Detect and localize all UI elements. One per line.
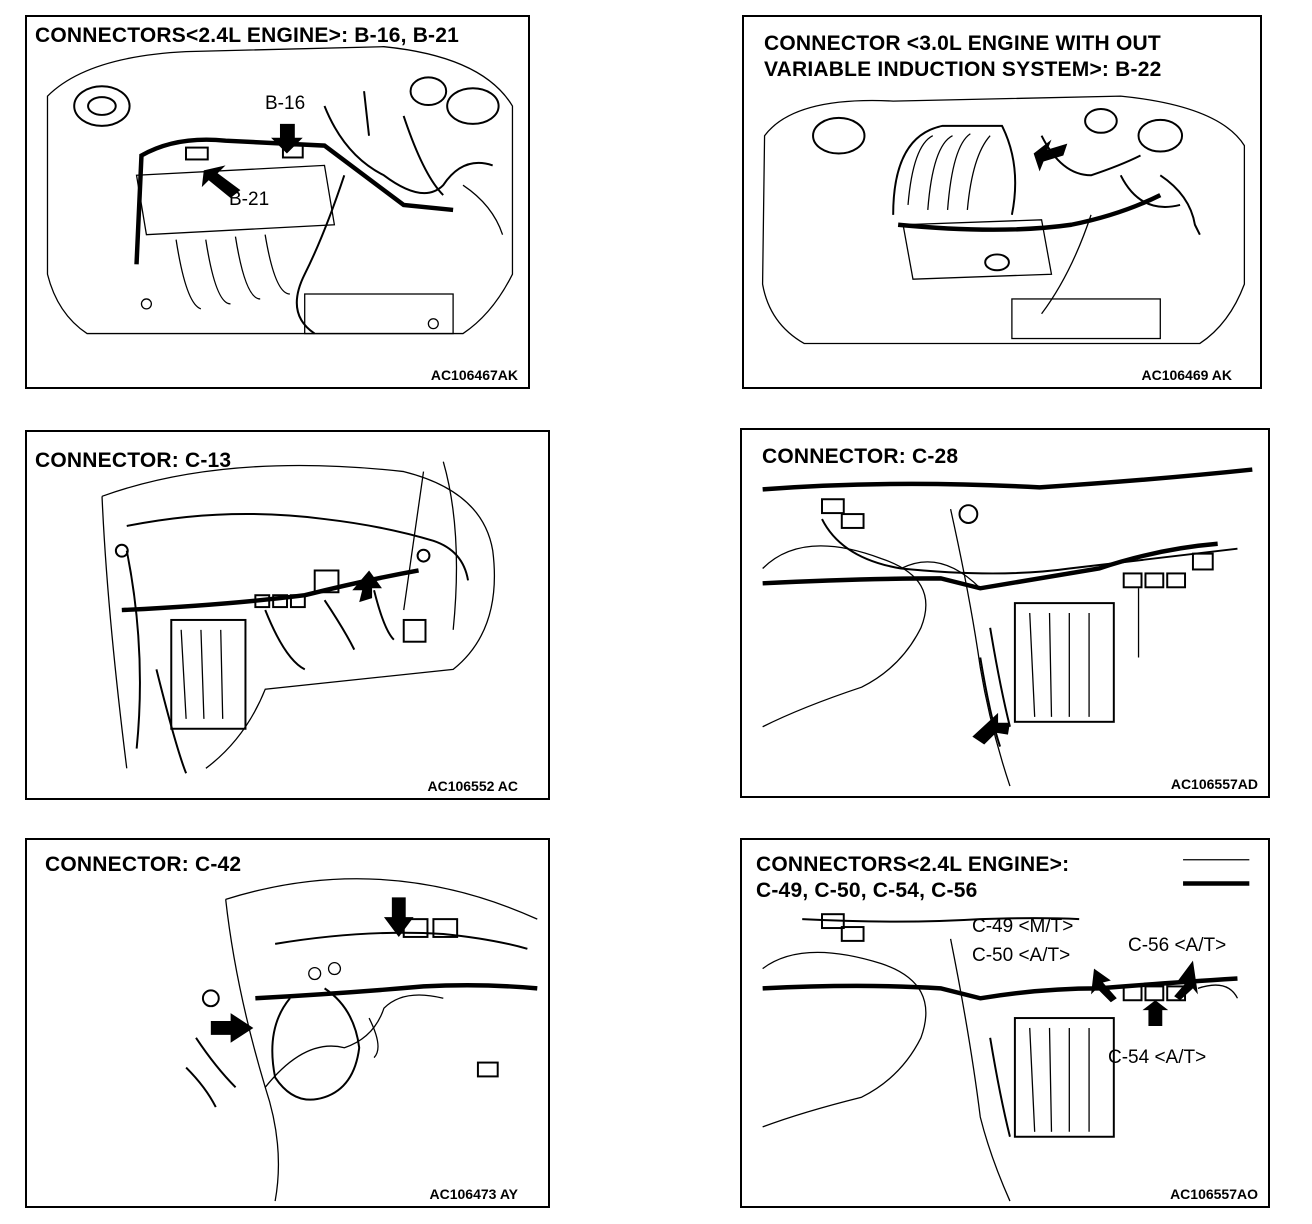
figure-code: AC106469 AK	[1141, 367, 1232, 383]
callout-c49: C-49 <M/T>	[972, 916, 1074, 937]
panel-title: CONNECTOR: C-13	[35, 449, 232, 472]
figure-code: AC106557AO	[1170, 1186, 1258, 1202]
dashboard-harness-illustration	[762, 859, 1250, 1202]
panel-title: CONNECTORS<2.4L ENGINE>: C-49, C-50, C-5…	[756, 853, 1070, 902]
diagram-panel-b22: CONNECTOR <3.0L ENGINE WITH OUT VARIABLE…	[742, 15, 1262, 389]
panel-title: CONNECTOR: C-42	[45, 853, 242, 876]
figure-code: AC106557AD	[1170, 776, 1258, 792]
figure-code: AC106473 AY	[429, 1186, 518, 1202]
callout-c50: C-50 <A/T>	[972, 945, 1071, 966]
engine-bay-illustration	[761, 95, 1246, 345]
callout-b16: B-16	[265, 93, 306, 114]
diagram-panel-c28: CONNECTOR: C-28 AC106557AD	[740, 428, 1270, 798]
dashboard-harness-illustration	[762, 467, 1253, 787]
callout-c54: C-54 <A/T>	[1108, 1047, 1207, 1068]
callout-b21: B-21	[229, 189, 270, 210]
panel-title: CONNECTOR: C-28	[762, 445, 959, 468]
dashboard-harness-illustration	[101, 461, 496, 774]
callout-c56: C-56 <A/T>	[1128, 935, 1227, 956]
panel-title: CONNECTORS<2.4L ENGINE>: B-16, B-21	[35, 24, 460, 47]
diagram-panel-b16-b21: CONNECTORS<2.4L ENGINE>: B-16, B-21 B-16…	[25, 15, 530, 389]
diagram-panel-c13: CONNECTOR: C-13 AC106552 AC	[25, 430, 550, 800]
figure-code: AC106552 AC	[427, 778, 518, 794]
dashboard-harness-illustration	[185, 878, 538, 1202]
panel-title: CONNECTOR <3.0L ENGINE WITH OUT VARIABLE…	[764, 32, 1162, 81]
diagram-panel-c42: CONNECTOR: C-42 AC106473 AY	[25, 838, 550, 1208]
diagram-panel-c49-c56: CONNECTORS<2.4L ENGINE>: C-49, C-50, C-5…	[740, 838, 1270, 1208]
engine-bay-illustration	[46, 46, 514, 335]
figure-code: AC106467AK	[430, 367, 518, 383]
